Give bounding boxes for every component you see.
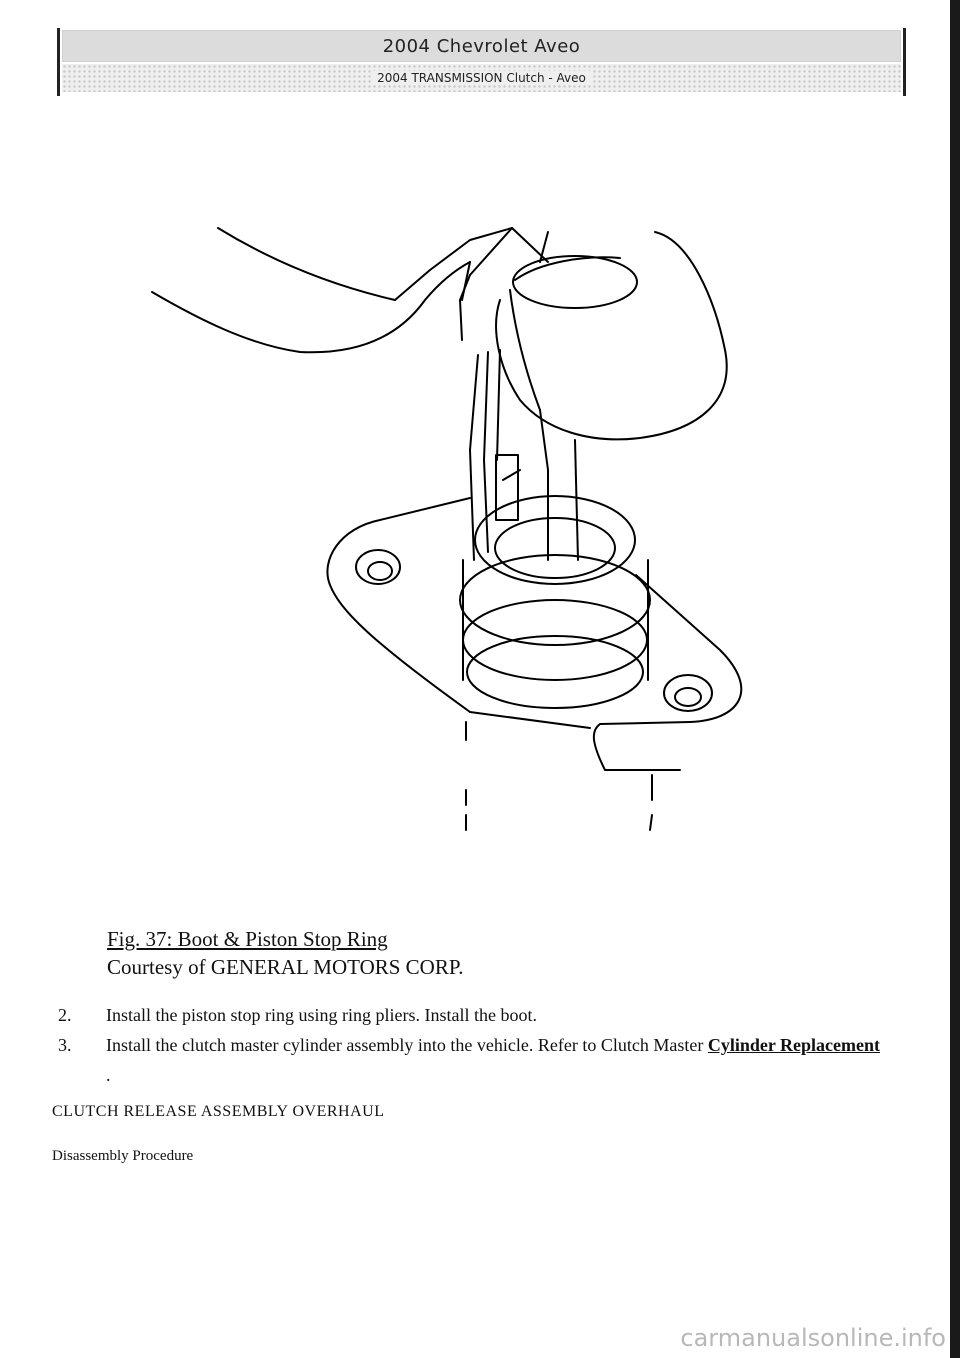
page-header: 2004 Chevrolet Aveo 2004 TRANSMISSION Cl… [57, 28, 906, 96]
boot-piston-stop-ring-illustration [151, 227, 743, 831]
step-text: Install the piston stop ring using ring … [106, 1005, 537, 1025]
subsection-heading: Disassembly Procedure [52, 1148, 194, 1164]
figure-title: Fig. 37: Boot & Piston Stop Ring [107, 927, 388, 951]
step-number: 3. [58, 1035, 72, 1055]
document-subtitle-bar: 2004 TRANSMISSION Clutch - Aveo [62, 64, 901, 92]
document-subtitle: 2004 TRANSMISSION Clutch - Aveo [371, 71, 592, 85]
figure-credit: Courtesy of GENERAL MOTORS CORP. [107, 955, 464, 979]
page-edge-bar [950, 0, 960, 1358]
document-title: 2004 Chevrolet Aveo [62, 30, 901, 62]
step-text-after-link: . [106, 1065, 111, 1085]
step-2: 2. Install the piston stop ring using ri… [58, 1000, 888, 1030]
header-right-rule [903, 28, 906, 96]
site-watermark: carmanualsonline.info [680, 1324, 946, 1352]
header-left-rule [57, 28, 60, 96]
cylinder-replacement-link[interactable]: Cylinder Replacement [707, 1035, 880, 1055]
step-text: Install the clutch master cylinder assem… [106, 1030, 888, 1090]
figure-caption: Fig. 37: Boot & Piston Stop Ring Courtes… [107, 925, 463, 981]
section-heading: CLUTCH RELEASE ASSEMBLY OVERHAUL [52, 1103, 385, 1120]
step-text-before-link: Install the clutch master cylinder assem… [106, 1035, 704, 1055]
step-3: 3. Install the clutch master cylinder as… [58, 1030, 888, 1090]
step-number: 2. [58, 1005, 72, 1025]
procedure-steps: 2. Install the piston stop ring using ri… [58, 1000, 888, 1090]
